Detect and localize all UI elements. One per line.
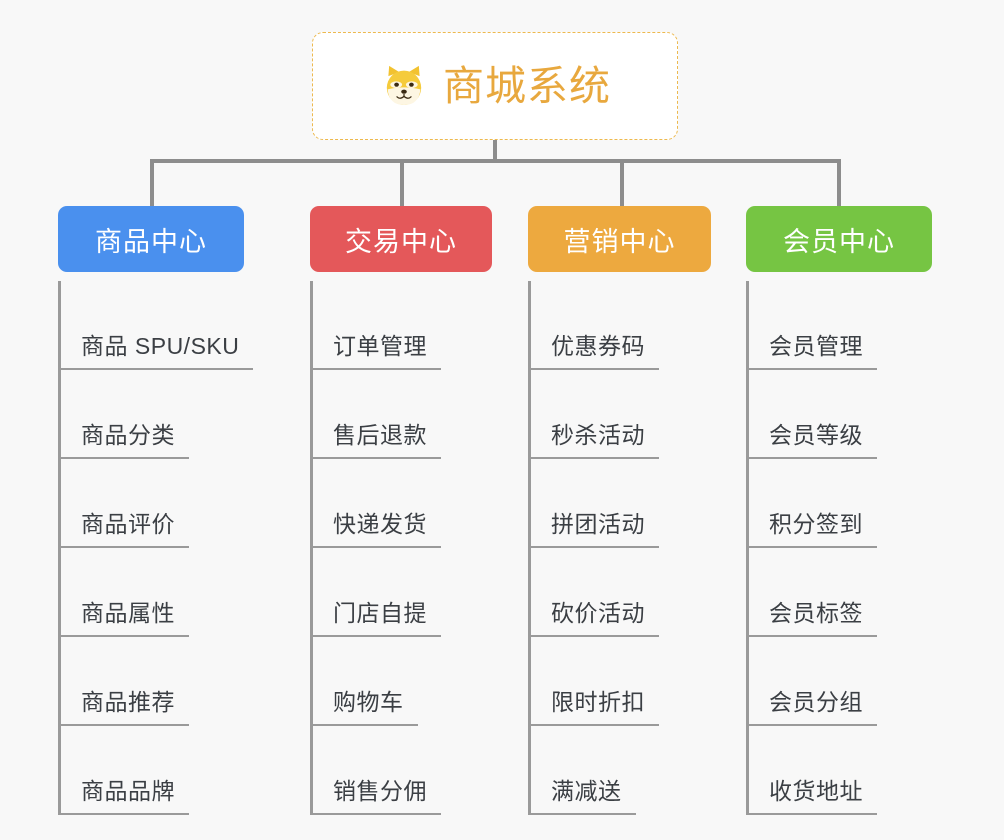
list-item[interactable]: 售后退款	[313, 370, 492, 459]
leaf-list-2: 订单管理 售后退款 快递发货 门店自提 购物车 销售分佣	[310, 281, 492, 815]
category-header-2[interactable]: 交易中心	[310, 206, 492, 272]
leaf-label: 销售分佣	[333, 778, 427, 804]
leaf-label: 满减送	[551, 778, 622, 804]
leaf-label: 会员分组	[769, 689, 863, 715]
leaf-label: 售后退款	[333, 422, 427, 448]
leaf-label: 门店自提	[333, 600, 427, 626]
category-header-4[interactable]: 会员中心	[746, 206, 932, 272]
list-item[interactable]: 商品属性	[61, 548, 244, 637]
list-item[interactable]: 商品 SPU/SKU	[61, 281, 254, 370]
list-item[interactable]: 收货地址	[749, 726, 932, 815]
category-label: 交易中心	[345, 226, 457, 257]
leaf-label: 收货地址	[769, 778, 863, 804]
list-item[interactable]: 优惠券码	[531, 281, 711, 370]
shiba-dog-emoji	[379, 62, 429, 112]
leaf-label: 会员管理	[769, 333, 863, 359]
category-column-4: 会员中心 会员管理 会员等级 积分签到 会员标签 会员分组 收货地址	[746, 206, 932, 815]
leaf-label: 商品品牌	[81, 778, 175, 804]
connector-root-stem	[493, 140, 497, 163]
list-item[interactable]: 销售分佣	[313, 726, 492, 815]
list-item[interactable]: 门店自提	[313, 548, 492, 637]
list-item[interactable]: 订单管理	[313, 281, 492, 370]
list-item[interactable]: 会员分组	[749, 637, 932, 726]
leaf-label: 商品 SPU/SKU	[81, 333, 240, 359]
list-item[interactable]: 商品推荐	[61, 637, 244, 726]
list-item[interactable]: 商品评价	[61, 459, 244, 548]
category-column-3: 营销中心 优惠券码 秒杀活动 拼团活动 砍价活动 限时折扣 满减送	[528, 206, 711, 815]
connector-horizontal-bus	[150, 159, 841, 163]
category-column-2: 交易中心 订单管理 售后退款 快递发货 门店自提 购物车 销售分佣	[310, 206, 492, 815]
category-header-1[interactable]: 商品中心	[58, 206, 244, 272]
leaf-label: 优惠券码	[551, 333, 645, 359]
leaf-label: 商品属性	[81, 600, 175, 626]
leaf-label: 秒杀活动	[551, 422, 645, 448]
category-label: 商品中心	[95, 226, 207, 257]
leaf-list-1: 商品 SPU/SKU 商品分类 商品评价 商品属性 商品推荐 商品品牌	[58, 281, 254, 815]
connector-drop-2	[400, 159, 404, 206]
leaf-label: 积分签到	[769, 511, 863, 537]
category-column-1: 商品中心 商品 SPU/SKU 商品分类 商品评价 商品属性 商品推荐 商品品牌	[58, 206, 254, 815]
connector-drop-3	[620, 159, 624, 206]
root-title: 商城系统	[443, 62, 611, 109]
leaf-label: 购物车	[333, 689, 404, 715]
root-node[interactable]: 商城系统	[312, 32, 678, 140]
list-item[interactable]: 积分签到	[749, 459, 932, 548]
list-item[interactable]: 会员等级	[749, 370, 932, 459]
list-item[interactable]: 满减送	[531, 726, 711, 815]
list-item[interactable]: 限时折扣	[531, 637, 711, 726]
leaf-list-4: 会员管理 会员等级 积分签到 会员标签 会员分组 收货地址	[746, 281, 932, 815]
leaf-label: 会员等级	[769, 422, 863, 448]
list-item[interactable]: 会员标签	[749, 548, 932, 637]
list-item[interactable]: 商品分类	[61, 370, 244, 459]
leaf-label: 商品分类	[81, 422, 175, 448]
leaf-label: 拼团活动	[551, 511, 645, 537]
list-item[interactable]: 会员管理	[749, 281, 932, 370]
list-item[interactable]: 拼团活动	[531, 459, 711, 548]
leaf-label: 订单管理	[333, 333, 427, 359]
leaf-label: 商品评价	[81, 511, 175, 537]
leaf-label: 快递发货	[333, 511, 427, 537]
category-label: 营销中心	[563, 226, 676, 257]
leaf-list-3: 优惠券码 秒杀活动 拼团活动 砍价活动 限时折扣 满减送	[528, 281, 711, 815]
connector-drop-1	[150, 159, 154, 206]
category-label: 会员中心	[783, 226, 895, 257]
list-item[interactable]: 购物车	[313, 637, 492, 726]
list-item[interactable]: 商品品牌	[61, 726, 244, 815]
leaf-label: 限时折扣	[551, 689, 645, 715]
connector-drop-4	[837, 159, 841, 206]
leaf-label: 会员标签	[769, 600, 863, 626]
category-header-3[interactable]: 营销中心	[528, 206, 711, 272]
list-item[interactable]: 砍价活动	[531, 548, 711, 637]
list-item[interactable]: 秒杀活动	[531, 370, 711, 459]
leaf-label: 砍价活动	[551, 600, 645, 626]
leaf-label: 商品推荐	[81, 689, 175, 715]
list-item[interactable]: 快递发货	[313, 459, 492, 548]
